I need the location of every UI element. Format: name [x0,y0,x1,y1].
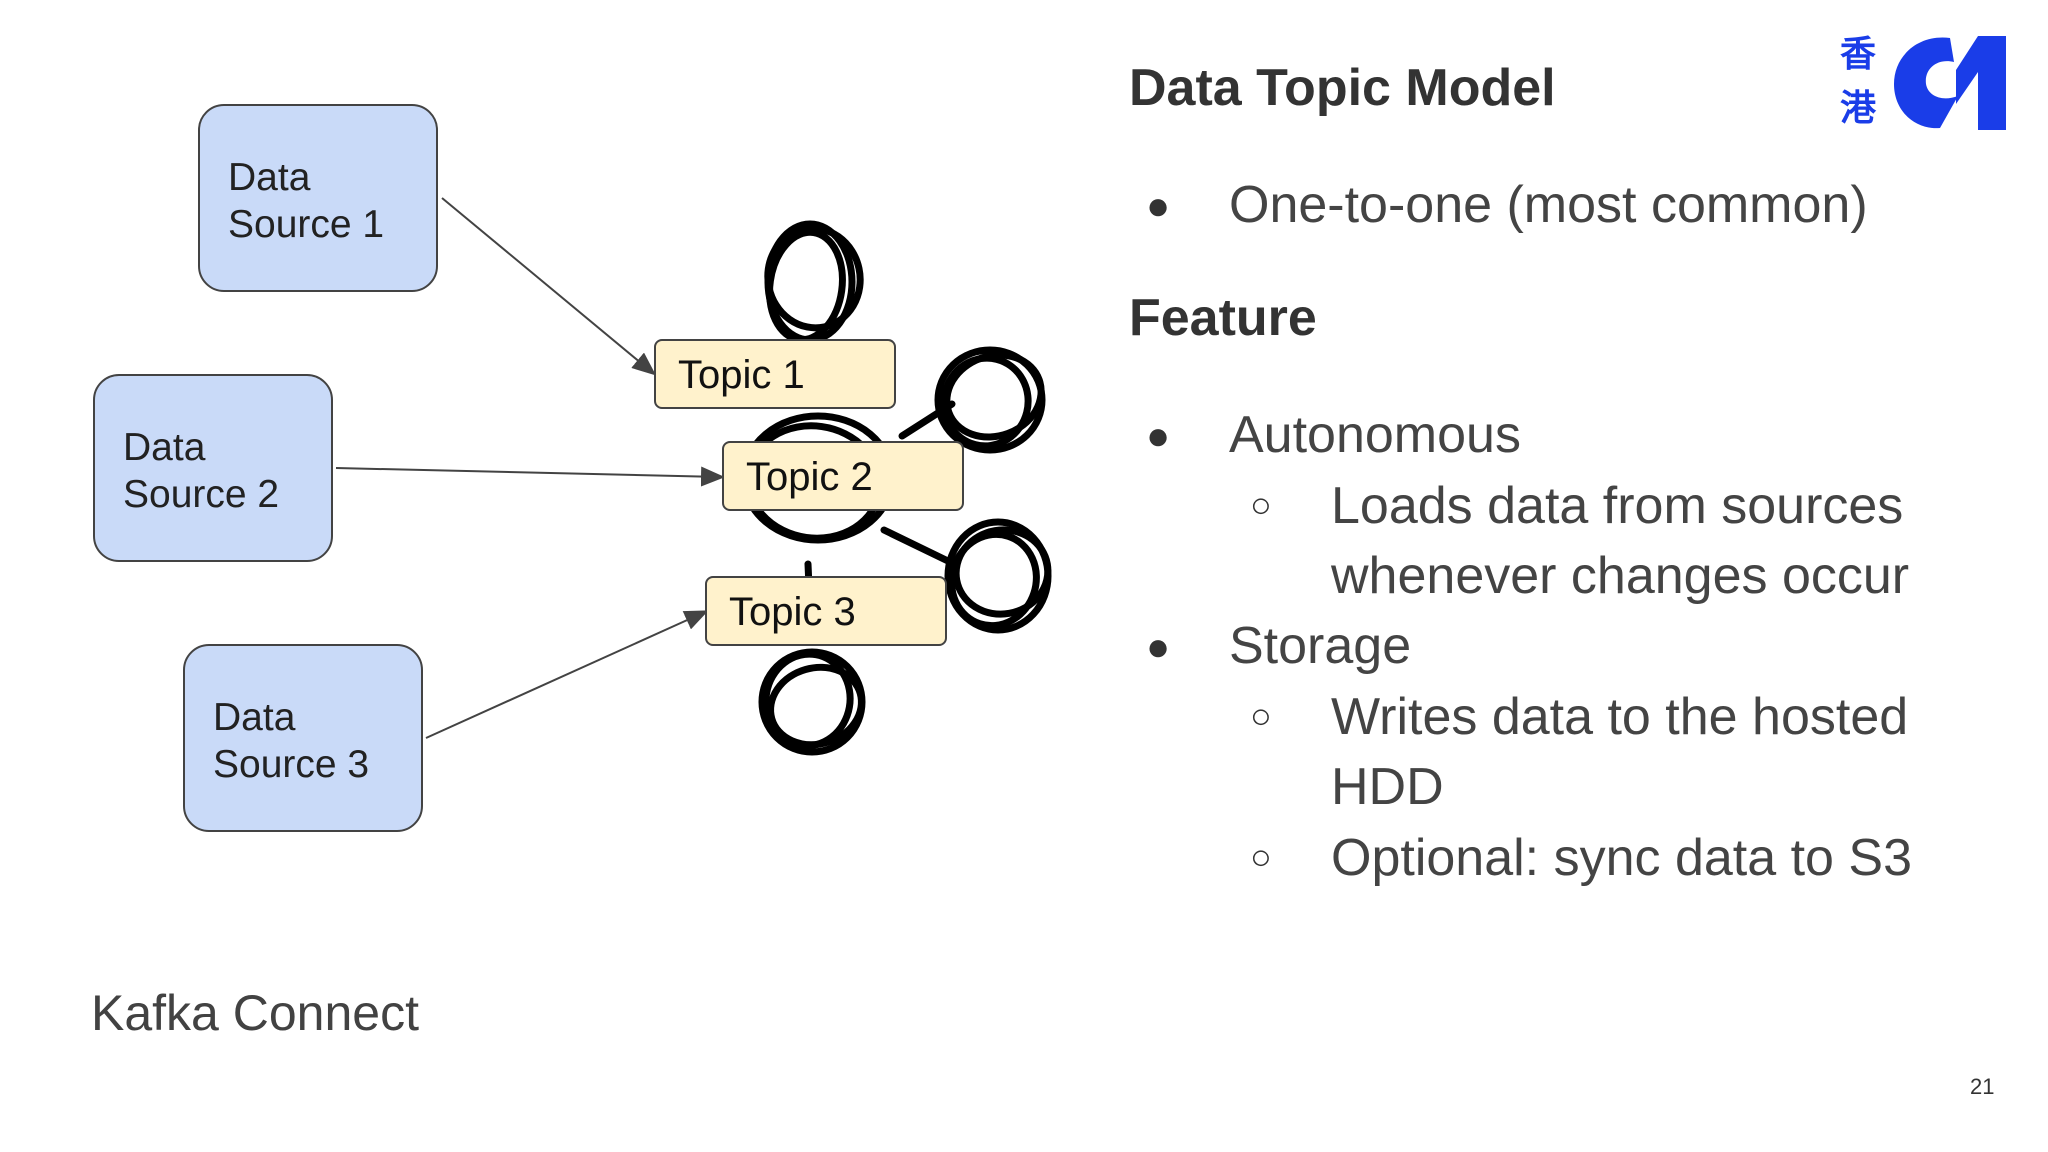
slide-title: Data Topic Model [1129,59,1556,117]
diagram-caption: Kafka Connect [91,985,419,1041]
sub-dot-autonomous-1: ○ [1250,484,1272,525]
logo-char-1: 香 [1840,34,1876,75]
topic-3-label: Topic 3 [729,590,856,634]
sub-dot-storage-1: ○ [1250,695,1272,736]
bullet-dot-model: ● [1146,184,1171,228]
feature-storage-detail-1: Writes data to the hosted HDD [1331,688,1909,816]
feature-autonomous: Autonomous [1229,406,1521,464]
data-source-2-label-line2: Source 2 [123,473,280,516]
brand-logo: 香 港 [1838,28,2028,138]
arrow-source2-topic2 [335,466,725,487]
page-number: 21 [1970,1074,1995,1099]
topic-1-box: Topic 1 [654,339,896,409]
logo-char-2: 港 [1840,88,1877,129]
data-source-2-box: Data Source 2 [93,374,333,562]
bullet-dot-storage: ● [1146,625,1171,669]
data-source-3-label-line1: Data [213,696,296,739]
feature-heading: Feature [1129,289,1317,347]
model-bullet: One-to-one (most common) [1229,176,1868,234]
bullet-dot-autonomous: ● [1146,414,1171,458]
feature-storage-detail-2: Optional: sync data to S3 [1331,829,1913,887]
logo-one-shape [1956,36,2006,130]
arrow-source1-topic1 [441,197,657,376]
feature-storage: Storage [1229,617,1412,675]
logo-zero-shape [1894,37,1958,129]
topic-2-box: Topic 2 [722,441,964,511]
data-source-2-label-line1: Data [123,426,206,469]
topic-2-label: Topic 2 [746,455,873,499]
arrow-source3-topic3 [425,610,709,739]
feature-autonomous-detail: Loads data from sources whenever changes… [1331,477,1910,605]
data-source-3-box: Data Source 3 [183,644,423,832]
data-source-1-label-line2: Source 1 [228,203,385,246]
topic-3-box: Topic 3 [705,576,947,646]
data-source-3-label-line2: Source 3 [213,743,370,786]
sub-dot-storage-2: ○ [1250,836,1272,877]
topic-1-label: Topic 1 [678,353,805,397]
data-source-1-label-line1: Data [228,156,311,199]
data-source-1-box: Data Source 1 [198,104,438,292]
